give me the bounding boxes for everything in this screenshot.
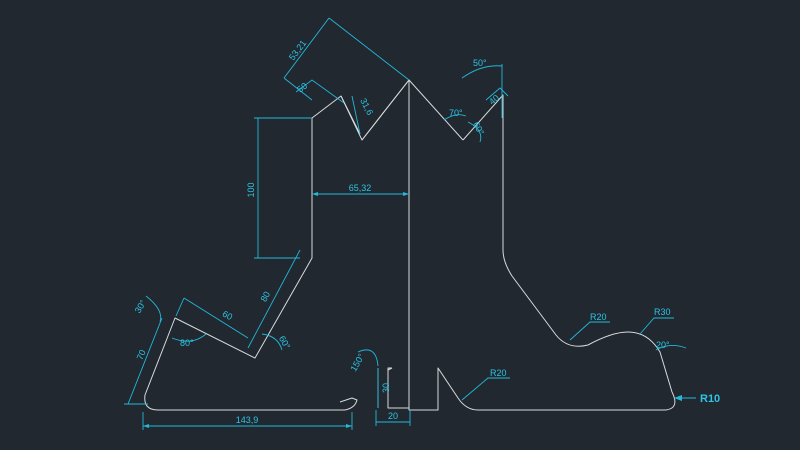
dim-60: 60: [221, 309, 235, 323]
center-apex-left: [361, 79, 410, 141]
dim-100: 100: [246, 182, 256, 197]
center-slot: [408, 80, 676, 411]
dim-60-deg-top: 60°: [471, 120, 487, 137]
dim-150-deg: 150°: [348, 352, 366, 373]
dim-80-deg: 80°: [180, 338, 194, 348]
dim-50-deg-top: 50°: [473, 58, 487, 68]
dim-r10: R10: [700, 393, 720, 405]
part-outline: [144, 79, 676, 411]
top-chevron: [340, 95, 361, 135]
dim-40: 40: [487, 93, 501, 107]
dim-r30: R30: [654, 307, 671, 317]
notch-inner: [387, 367, 393, 371]
dim-70-deg: 70°: [449, 108, 463, 118]
dim-143-9: 143,9: [236, 415, 259, 425]
dim-30: 30: [381, 383, 391, 393]
dim-20: 20: [388, 411, 398, 421]
dim-31-6: 31,6: [358, 97, 375, 117]
right-body-outline: [462, 94, 673, 393]
dim-20-deg: 20°: [656, 340, 670, 350]
dim-70: 70: [135, 348, 148, 361]
center-apex-right: [408, 79, 464, 141]
dim-r20-right: R20: [590, 312, 607, 322]
dim-r20-left: R20: [490, 368, 507, 378]
dim-30-deg-left: 30°: [133, 298, 149, 315]
dim-50: 50: [295, 81, 309, 95]
dimensions: 53,21 50 31,6 50° 40 70° 60° 100 65,32 3…: [124, 17, 720, 430]
dim-60-deg-bottom: 60°: [277, 334, 293, 351]
dim-80: 80: [259, 290, 273, 304]
left-body-outline: [144, 79, 410, 411]
dim-65-32: 65,32: [349, 183, 372, 193]
